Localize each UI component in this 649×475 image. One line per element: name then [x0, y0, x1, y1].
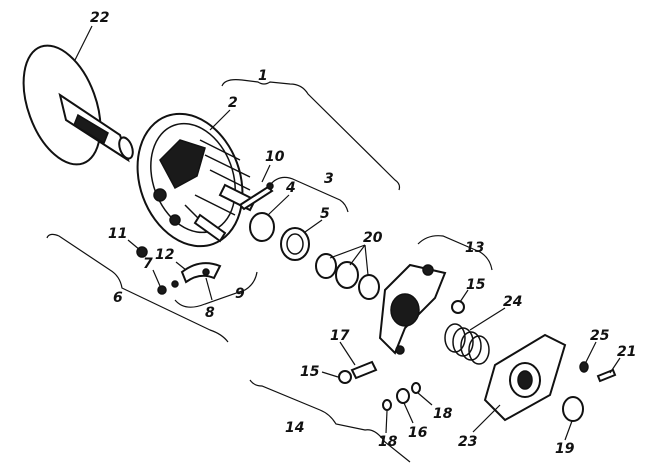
part-20-washers — [315, 253, 380, 300]
label-12: 12 — [155, 247, 174, 263]
part-22-sheave — [22, 44, 134, 166]
bracket-9 — [174, 271, 258, 308]
label-15-upper: 15 — [466, 277, 486, 293]
part-25-washer — [579, 361, 589, 373]
label-1: 1 — [258, 68, 268, 84]
part-17-pin — [350, 360, 378, 380]
part-15-nut-upper — [451, 300, 465, 314]
part-24-spring — [444, 323, 490, 365]
label-10: 10 — [265, 149, 285, 165]
label-23: 23 — [458, 434, 477, 450]
bracket-1 — [221, 79, 401, 191]
part-19-washer — [562, 396, 584, 422]
part-18-washer-left — [382, 399, 392, 411]
label-4: 4 — [285, 180, 296, 196]
part-23-cover — [483, 333, 567, 422]
label-24: 24 — [503, 294, 522, 310]
label-14: 14 — [285, 420, 304, 436]
part-15-nut-lower — [338, 370, 352, 384]
bracket-14 — [249, 379, 411, 463]
label-15-lower: 15 — [300, 364, 320, 380]
label-3: 3 — [324, 171, 334, 187]
part-21-screw — [596, 368, 617, 383]
label-16: 16 — [408, 425, 428, 441]
label-20: 20 — [363, 230, 383, 246]
label-7: 7 — [143, 256, 153, 272]
label-22: 22 — [90, 10, 109, 26]
part-4-ring — [249, 212, 275, 242]
label-11: 11 — [108, 226, 127, 242]
label-17: 17 — [330, 328, 350, 344]
label-2: 2 — [228, 95, 238, 111]
label-19: 19 — [555, 441, 575, 457]
label-8: 8 — [205, 305, 215, 321]
label-25: 25 — [590, 328, 610, 344]
part-7-fastener — [157, 280, 179, 295]
part-5-bushing — [280, 227, 310, 261]
label-13: 13 — [465, 240, 484, 256]
label-18-left: 18 — [378, 434, 398, 450]
bracket-3 — [269, 176, 349, 213]
label-9: 9 — [235, 286, 245, 302]
part-8-weight — [180, 262, 222, 284]
label-6: 6 — [113, 290, 123, 306]
part-18-washer-right — [411, 382, 421, 394]
bracket-13 — [417, 235, 493, 271]
bracket-6 — [46, 233, 229, 343]
label-21: 21 — [617, 344, 636, 360]
leader-lines — [74, 25, 621, 441]
label-5: 5 — [320, 206, 330, 222]
part-13-spider — [378, 263, 447, 355]
part-10-bolt — [238, 182, 274, 211]
part-2-housing — [136, 112, 257, 248]
part-16-washer — [396, 388, 410, 404]
label-18-right: 18 — [433, 406, 453, 422]
